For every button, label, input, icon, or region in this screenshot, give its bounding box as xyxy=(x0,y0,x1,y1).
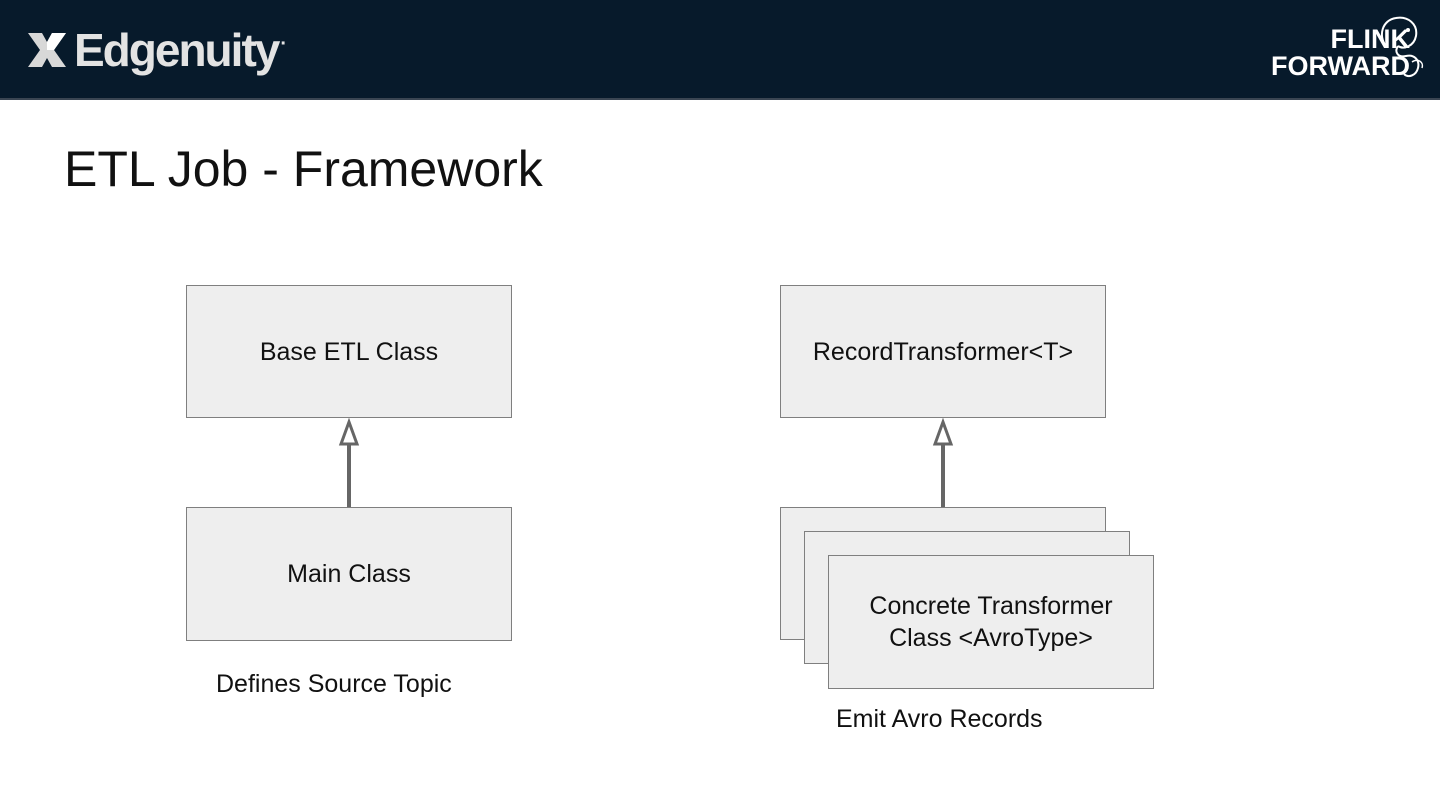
concrete-transformer-box: Concrete Transformer Class <AvroType> xyxy=(828,555,1154,689)
squirrel-icon xyxy=(1380,16,1424,77)
inheritance-arrow-right xyxy=(932,418,954,508)
base-etl-class-label: Base ETL Class xyxy=(259,337,439,366)
x-mark-icon xyxy=(28,33,66,67)
main-class-box: Main Class xyxy=(186,507,512,641)
left-caption: Defines Source Topic xyxy=(216,670,452,698)
right-caption: Emit Avro Records xyxy=(836,705,1043,733)
record-transformer-box: RecordTransformer<T> xyxy=(780,285,1106,418)
slide-title: ETL Job - Framework xyxy=(64,141,543,197)
edgenuity-logo: Edgenuity xyxy=(22,22,285,78)
brand-name: Edgenuity xyxy=(74,23,285,77)
inheritance-arrow-left xyxy=(338,418,360,508)
logo-line-2: FORWARD xyxy=(1271,51,1410,81)
header-bar: Edgenuity FLINK FORWARD xyxy=(0,0,1440,100)
main-class-label: Main Class xyxy=(287,560,411,588)
concrete-transformer-line-2: Class <AvroType> xyxy=(889,624,1093,652)
record-transformer-label: RecordTransformer<T> xyxy=(812,337,1074,366)
flink-forward-logo: FLINK FORWARD xyxy=(1271,26,1410,80)
base-etl-class-box: Base ETL Class xyxy=(186,285,512,418)
concrete-transformer-line-1: Concrete Transformer xyxy=(869,592,1113,620)
concrete-transformer-label: Concrete Transformer Class <AvroType> xyxy=(869,590,1112,654)
